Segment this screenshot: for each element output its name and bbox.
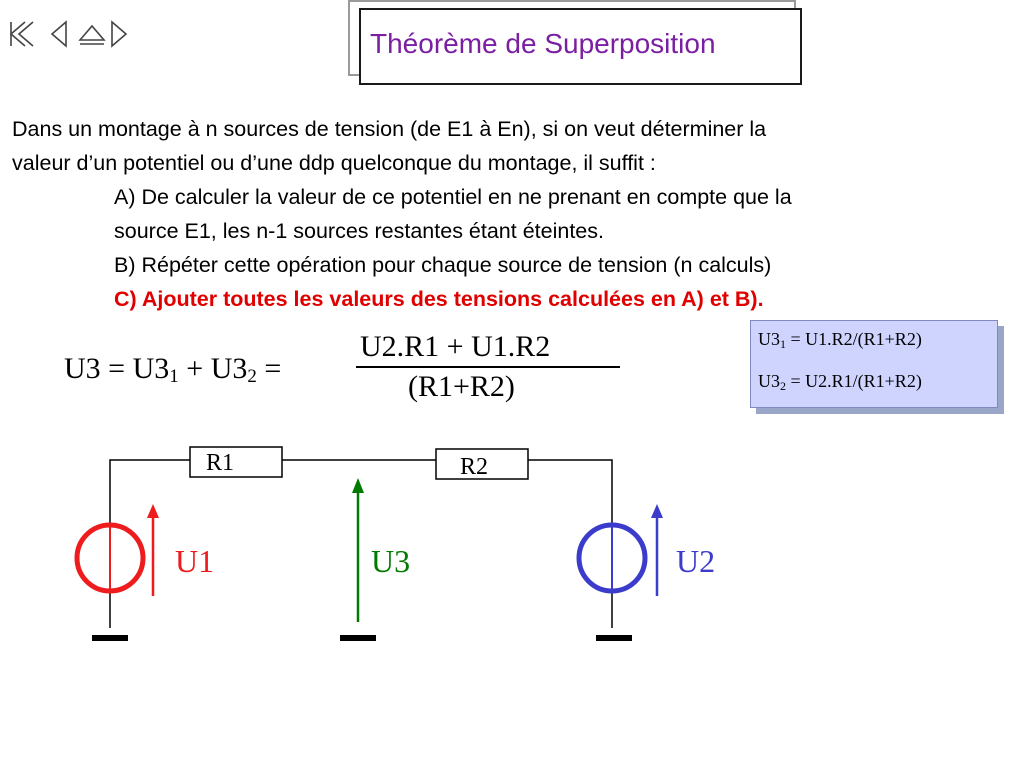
page-title: Théorème de Superposition <box>370 28 716 59</box>
next-icon[interactable] <box>111 20 128 48</box>
note-rhs-2: = U2.R1/(R1+R2) <box>790 371 922 391</box>
step-b: B) Répéter cette opération pour chaque s… <box>114 253 772 277</box>
formula-eq-2: = <box>264 352 282 385</box>
step-a-line-1: A) De calculer la valeur de ce potentiel… <box>114 185 792 209</box>
formula-plus: + <box>186 352 204 385</box>
superposition-formula: U3 = U31 + U32 = U2.R1 + U1.R2 (R1+R2) <box>60 330 640 410</box>
note-term-1: U3 <box>758 329 780 349</box>
formula-u3: U3 <box>64 352 101 385</box>
step-c: C) Ajouter toutes les valeurs des tensio… <box>114 287 764 311</box>
ground-right <box>596 635 632 641</box>
label-u1: U1 <box>175 543 214 579</box>
formula-term-1: U3 <box>132 352 170 385</box>
note-term-2: U3 <box>758 371 780 391</box>
step-a-line-2: source E1, les n-1 sources restantes éta… <box>114 219 604 243</box>
arrow-u3-head <box>352 478 364 493</box>
ground-middle <box>340 635 376 641</box>
slide-navigation <box>9 20 128 48</box>
resistor-r2 <box>435 448 529 480</box>
formula-sub-2: 2 <box>247 366 257 387</box>
arrow-u1-head <box>147 504 159 518</box>
arrow-u2-head <box>651 504 663 518</box>
label-u3: U3 <box>371 543 410 579</box>
note-sub-1: 1 <box>780 337 786 351</box>
body-line-1: Dans un montage à n sources de tension (… <box>12 117 767 141</box>
fraction-bar <box>356 366 620 368</box>
up-icon[interactable] <box>78 24 106 45</box>
formula-numerator: U2.R1 + U1.R2 <box>360 330 551 363</box>
first-icon[interactable] <box>9 21 34 47</box>
title-frame <box>359 8 802 85</box>
formula-eq-1: = <box>108 352 126 385</box>
note-box: U31 = U1.R2/(R1+R2) U32 = U2.R1/(R1+R2) <box>750 320 998 408</box>
ground-left <box>92 635 128 641</box>
formula-term-2: U3 <box>210 352 248 385</box>
note-line-1: U31 = U1.R2/(R1+R2) <box>758 329 922 352</box>
previous-icon[interactable] <box>50 20 67 48</box>
circuit-diagram: R1 R2 U1 U3 U2 <box>74 446 715 641</box>
body-text: Dans un montage à n sources de tension (… <box>12 112 1020 316</box>
formula-sub-1: 1 <box>169 366 179 387</box>
label-r2: R2 <box>460 454 488 480</box>
note-rhs-1: = U1.R2/(R1+R2) <box>790 329 922 349</box>
note-line-2: U32 = U2.R1/(R1+R2) <box>758 371 922 394</box>
label-u2: U2 <box>676 543 715 579</box>
body-line-2: valeur d’un potentiel ou d’une ddp quelc… <box>12 151 656 175</box>
formula-denominator: (R1+R2) <box>408 370 515 403</box>
label-r1: R1 <box>206 450 234 476</box>
note-sub-2: 2 <box>780 379 786 393</box>
formula-lhs: U3 = U31 + U32 = <box>64 352 281 388</box>
resistor-r1 <box>189 446 283 478</box>
